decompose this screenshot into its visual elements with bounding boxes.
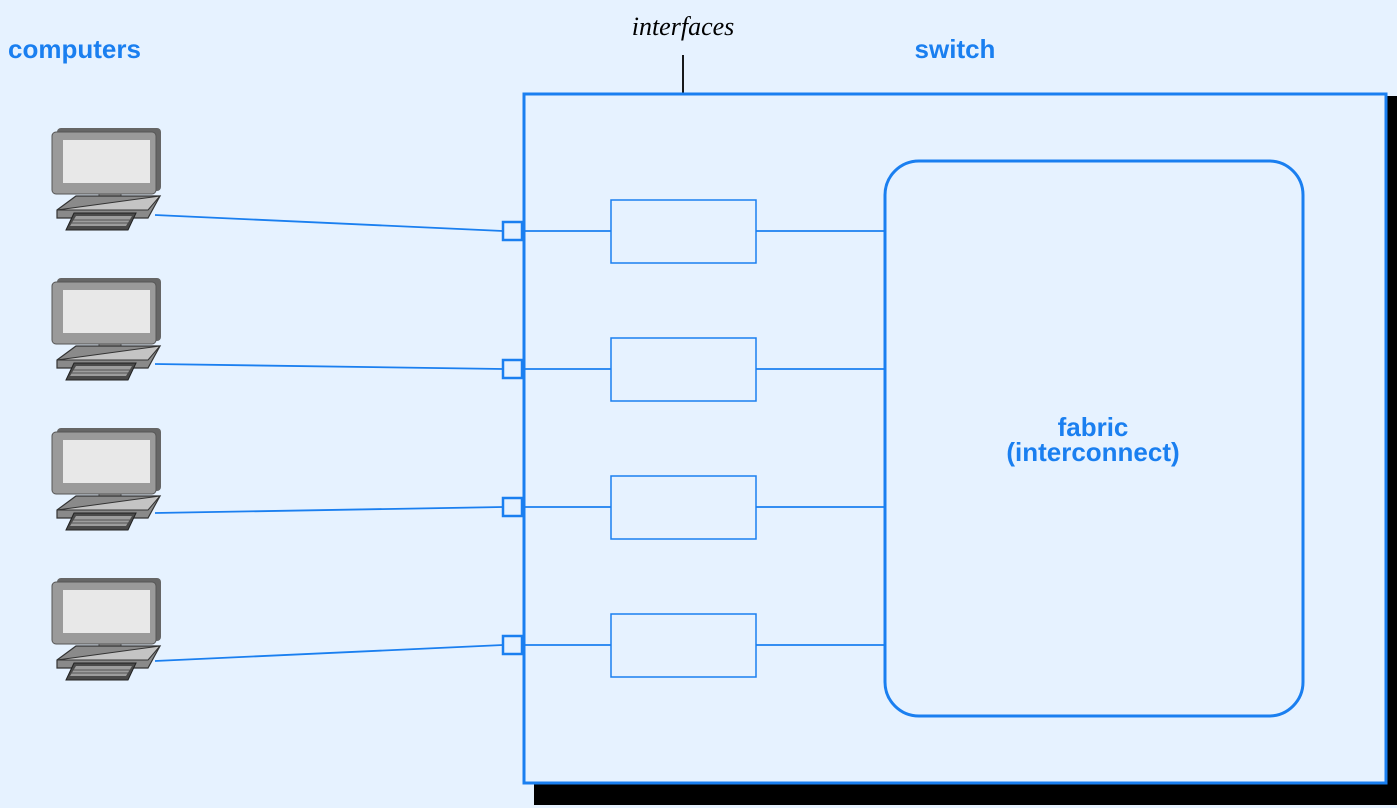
fabric-label: fabric <box>1058 412 1129 442</box>
fabric-sublabel: (interconnect) <box>1006 437 1179 467</box>
cable-line <box>154 506 504 514</box>
port-connector <box>501 496 524 518</box>
connection-row-3 <box>51 427 885 540</box>
computer-icon <box>51 427 162 531</box>
port-connector <box>501 358 524 380</box>
connection-row-4 <box>51 577 885 681</box>
cable-line <box>154 644 504 662</box>
computer-icon <box>51 577 162 681</box>
connection-row-2 <box>51 277 885 402</box>
connection-row-1 <box>51 127 885 264</box>
port-connector <box>501 220 524 242</box>
cable-line <box>154 363 504 370</box>
cable-line <box>154 214 504 232</box>
computer-icon <box>51 127 162 231</box>
switch-label: switch <box>915 34 996 64</box>
computers-label: computers <box>8 34 141 64</box>
computer-icon <box>51 277 162 381</box>
fabric-box <box>883 159 1305 718</box>
port-connector <box>501 634 524 656</box>
interfaces-label: interfaces <box>632 12 735 41</box>
